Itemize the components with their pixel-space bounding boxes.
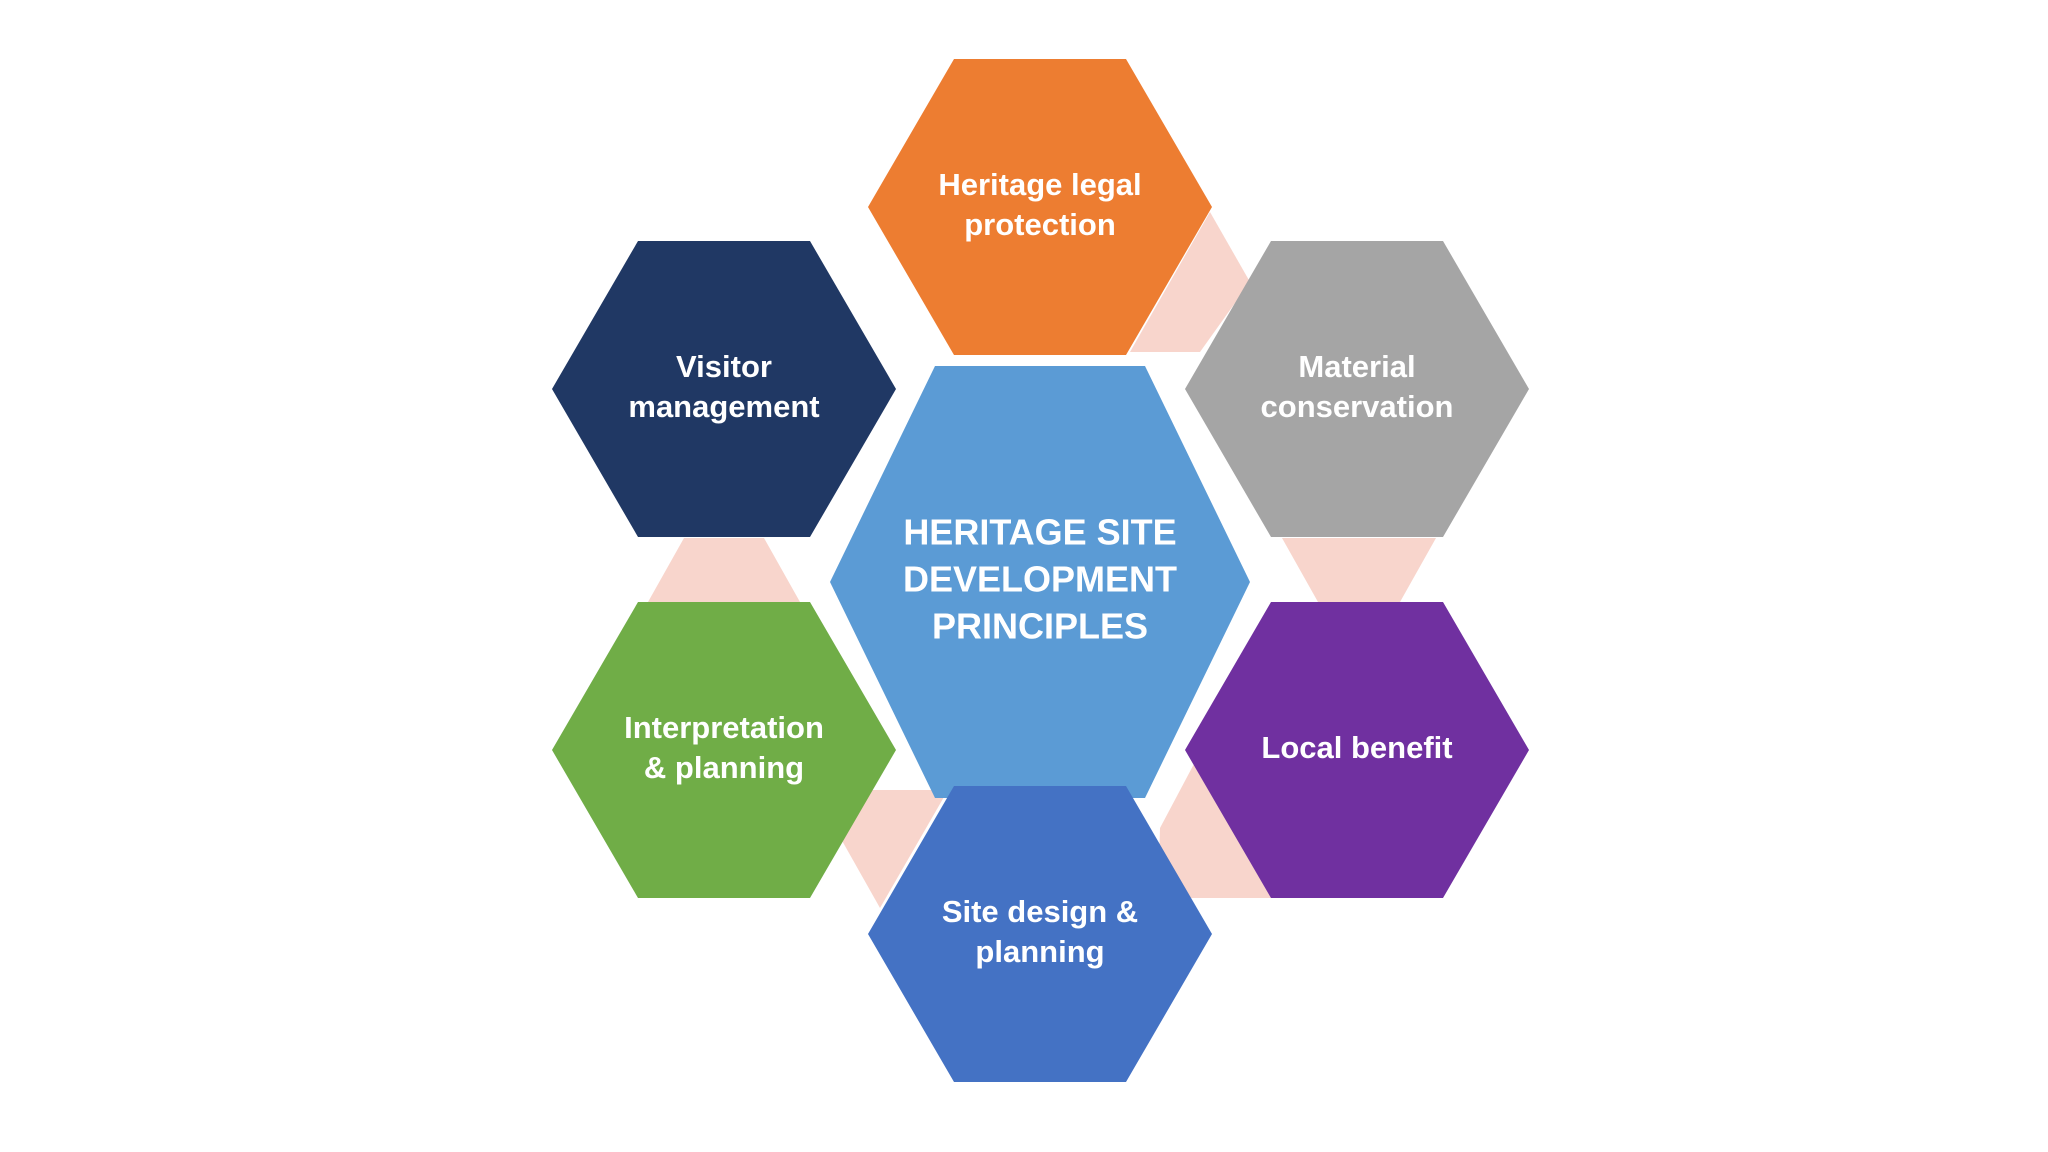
site-design-planning-label-line: planning [975, 934, 1104, 969]
local-benefit-hexagon [1185, 602, 1529, 898]
visitor-management-label-line: management [628, 389, 819, 424]
interpretation-planning-hexagon [552, 602, 896, 898]
heritage-legal-protection-label-line: protection [964, 207, 1116, 242]
center-heritage-site-development-principles-label-line: DEVELOPMENT [903, 559, 1177, 600]
connector-legal-to-material [1130, 212, 1250, 352]
center-heritage-site-development-principles-hexagon [830, 366, 1250, 798]
interpretation-planning-label-line: Interpretation [624, 710, 824, 745]
site-design-planning-label-line: Site design & [942, 894, 1138, 929]
center-heritage-site-development-principles-label-line: HERITAGE SITE [903, 512, 1176, 553]
heritage-legal-protection-hexagon [868, 59, 1212, 355]
connector-interpretation-to-visitor [648, 538, 800, 602]
center-heritage-site-development-principles-label-line: PRINCIPLES [932, 606, 1148, 647]
material-conservation-label-line: conservation [1261, 389, 1454, 424]
material-conservation-hexagon [1185, 241, 1529, 537]
visitor-management-label-line: Visitor [676, 349, 772, 384]
interpretation-planning-label-line: & planning [644, 750, 804, 785]
heritage-legal-protection-label-line: Heritage legal [938, 167, 1141, 202]
connector-site-design-to-interpretation [836, 790, 948, 908]
visitor-management-hexagon [552, 241, 896, 537]
site-design-planning-hexagon [868, 786, 1212, 1082]
connector-local-to-site-design [1158, 762, 1272, 898]
connector-material-to-local [1282, 538, 1436, 602]
hexagon-layer [552, 59, 1529, 1082]
material-conservation-label-line: Material [1298, 349, 1415, 384]
connector-layer [648, 212, 1436, 908]
local-benefit-label-line: Local benefit [1261, 730, 1452, 765]
label-layer: HERITAGE SITE DEVELOPMENT PRINCIPLES Herita… [624, 167, 1453, 969]
